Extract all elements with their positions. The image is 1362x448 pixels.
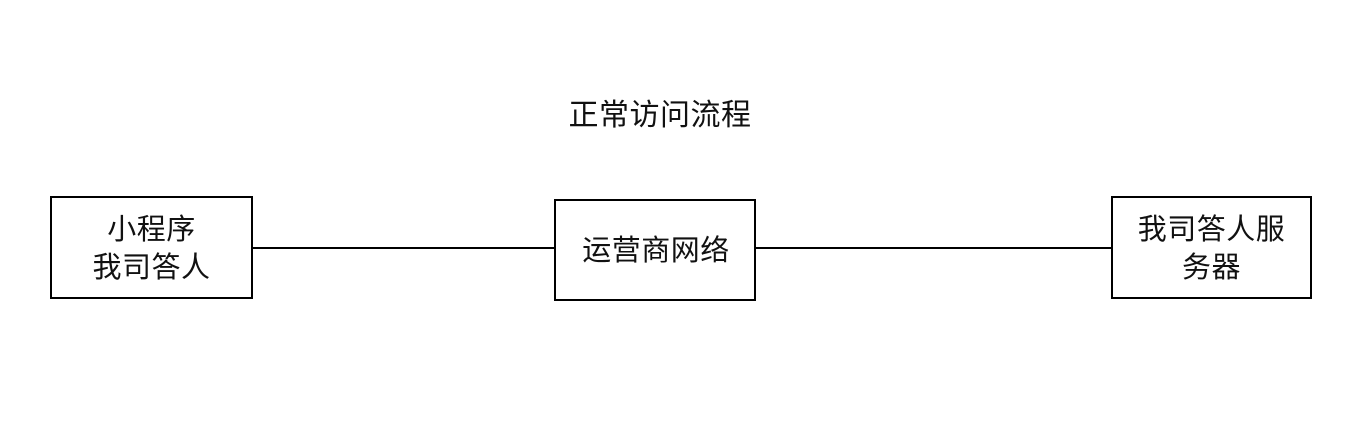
node-client-label: 小程序 我司答人: [92, 211, 211, 284]
node-server-label: 我司答人服务器: [1137, 211, 1286, 284]
node-server[interactable]: 我司答人服务器: [1111, 196, 1312, 299]
node-carrier-label: 运营商网络: [582, 233, 730, 267]
page-title: 正常访问流程: [568, 98, 752, 133]
edge-carrier-to-server: [755, 247, 1112, 249]
edge-client-to-carrier: [252, 247, 555, 249]
node-carrier[interactable]: 运营商网络: [554, 199, 756, 301]
node-client[interactable]: 小程序 我司答人: [50, 196, 253, 299]
